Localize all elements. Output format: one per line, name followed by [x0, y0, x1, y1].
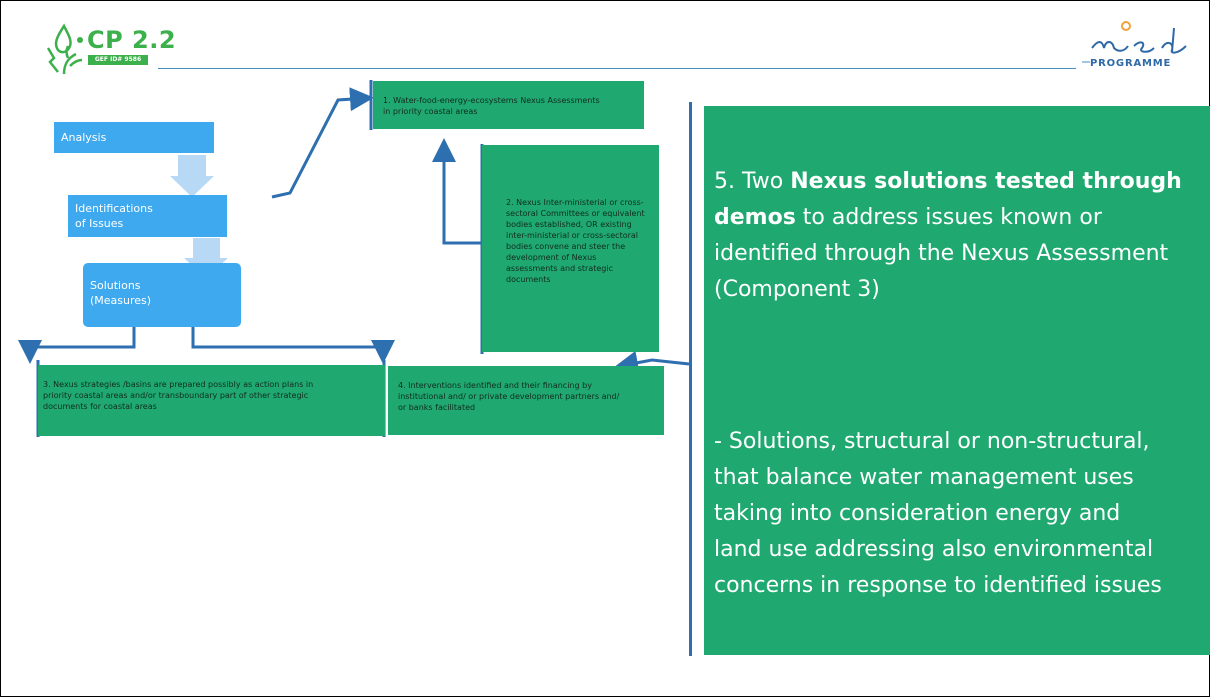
solutions-label-line1: Solutions: [90, 279, 141, 292]
box2-line: sectoral Committees or equivalent: [506, 209, 645, 218]
issues-box: Identifications of Issues: [68, 195, 227, 237]
box2-line: assessments and strategic: [506, 264, 613, 273]
panel-bold-text: Nexus solutions tested through: [790, 169, 1182, 194]
cp-logo-icon: [46, 23, 83, 75]
panel-p2-line: land use addressing also environmental: [714, 537, 1154, 562]
solutions-box: Solutions (Measures): [83, 263, 241, 327]
box2-line: bodies established, OR existing: [506, 220, 632, 229]
box3-line: priority coastal areas and/or transbound…: [43, 391, 309, 400]
programme-label: PROGRAMME: [1090, 58, 1172, 69]
panel-line-1: 5. Two Nexus solutions tested through: [714, 164, 1202, 200]
box2-line: development of Nexus: [506, 253, 597, 262]
panel-paragraph-2: - Solutions, structural or non-structura…: [714, 424, 1202, 604]
box2-line: bodies convene and steer the: [506, 242, 626, 251]
solutions-label-line2: (Measures): [90, 294, 152, 307]
box-2-committees: 2. Nexus Inter-ministerial or cross- sec…: [482, 145, 659, 352]
analysis-box: Analysis: [54, 122, 214, 153]
box2-line: documents: [506, 275, 551, 284]
arrow-to-box3: [18, 327, 136, 364]
component-3-panel: 5. Two Nexus solutions tested through de…: [704, 106, 1210, 655]
issues-label-line2: of Issues: [75, 217, 124, 230]
box4-line: 4. Interventions identified and their fi…: [398, 381, 592, 390]
box1-line: 1. Water-food-energy-ecosystems Nexus As…: [383, 96, 600, 105]
panel-bold-text: demos: [714, 205, 796, 230]
down-arrow-1: [170, 155, 214, 197]
box4-line: institutional and/ or private developmen…: [398, 392, 620, 401]
box3-line: documents for coastal areas: [43, 402, 157, 411]
panel-p2-line: that balance water management uses: [714, 465, 1134, 490]
arrow-to-box1: [271, 87, 374, 199]
arrow-panel-to-box4: [614, 350, 690, 375]
arrow-to-box4: [191, 327, 395, 364]
logo-title: CP 2.2: [87, 26, 177, 54]
panel-p2-line: taking into consideration energy and: [714, 501, 1121, 526]
med-programme-logo: [1082, 21, 1187, 63]
header-divider: [158, 68, 1076, 69]
panel-p2-line: - Solutions, structural or non-structura…: [714, 429, 1150, 454]
box2-line: 2. Nexus Inter-ministerial or cross-: [506, 198, 644, 207]
box4-line: or banks facilitated: [398, 403, 476, 412]
box-3-nexus-strategies: 3. Nexus strategies /basins are prepared…: [38, 365, 385, 436]
box-1-nexus-assessments: 1. Water-food-energy-ecosystems Nexus As…: [373, 81, 644, 129]
box-4-interventions: 4. Interventions identified and their fi…: [388, 366, 664, 435]
panel-line-3: identified through the Nexus Assessment: [714, 241, 1169, 266]
panel-p2-line: concerns in response to identified issue…: [714, 573, 1162, 598]
panel-divider: [689, 102, 692, 656]
logo-badge: GEF ID# 9586: [88, 55, 148, 65]
panel-text: 5. Two: [714, 169, 791, 194]
box1-line: in priority coastal areas: [383, 107, 478, 116]
panel-line-4: (Component 3): [714, 277, 880, 302]
issues-label-line1: Identifications: [75, 202, 153, 215]
panel-line-2: demos to address issues known or: [714, 200, 1202, 236]
panel-text: to address issues known or: [795, 205, 1102, 230]
box3-line: 3. Nexus strategies /basins are prepared…: [43, 380, 314, 389]
analysis-label: Analysis: [61, 131, 107, 144]
arrow-box2-to-box1: [432, 138, 482, 245]
box2-line: inter-ministerial or cross-sectoral: [506, 231, 639, 240]
